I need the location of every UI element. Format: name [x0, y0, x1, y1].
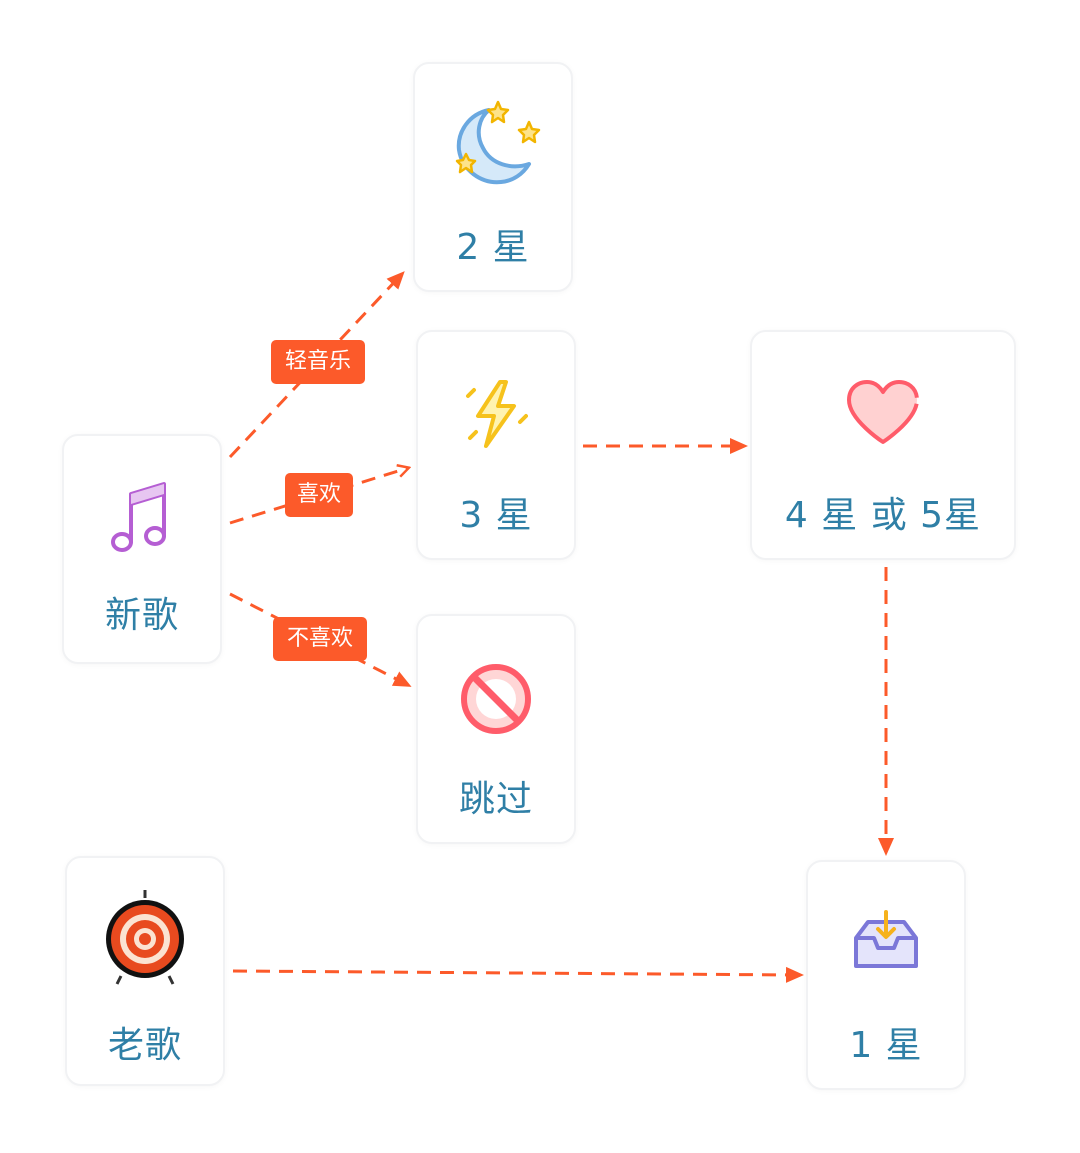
moon-stars-icon — [455, 100, 541, 185]
node-one-star: 1 星 — [806, 860, 966, 1090]
node-label: 跳过 — [458, 779, 533, 820]
node-label: 3 星 — [459, 495, 533, 536]
node-old-song: 老歌 — [65, 856, 225, 1086]
node-four-five-star: 4 星 或 5星 — [750, 330, 1016, 560]
edge-tag-dislike: 不喜欢 — [273, 617, 367, 661]
edge-old-to-one — [232, 966, 804, 983]
node-two-star: 2 星 — [413, 62, 573, 292]
heart-icon — [847, 380, 919, 444]
node-label: 4 星 或 5星 — [784, 495, 982, 536]
node-skip: 跳过 — [416, 614, 576, 844]
inbox-download-icon — [854, 910, 918, 968]
target-icon — [106, 890, 184, 985]
node-label: 新歌 — [104, 595, 179, 636]
edge-tag-light-music: 轻音乐 — [271, 340, 365, 384]
node-new-song: 新歌 — [62, 434, 222, 664]
node-label: 老歌 — [107, 1025, 182, 1066]
node-label: 2 星 — [456, 227, 530, 268]
music-note-icon — [111, 482, 166, 552]
edge-tag-like: 喜欢 — [285, 473, 353, 517]
node-label: 1 星 — [849, 1025, 923, 1066]
prohibited-icon — [461, 664, 531, 734]
lightning-icon — [466, 380, 528, 448]
node-three-star: 3 星 — [416, 330, 576, 560]
